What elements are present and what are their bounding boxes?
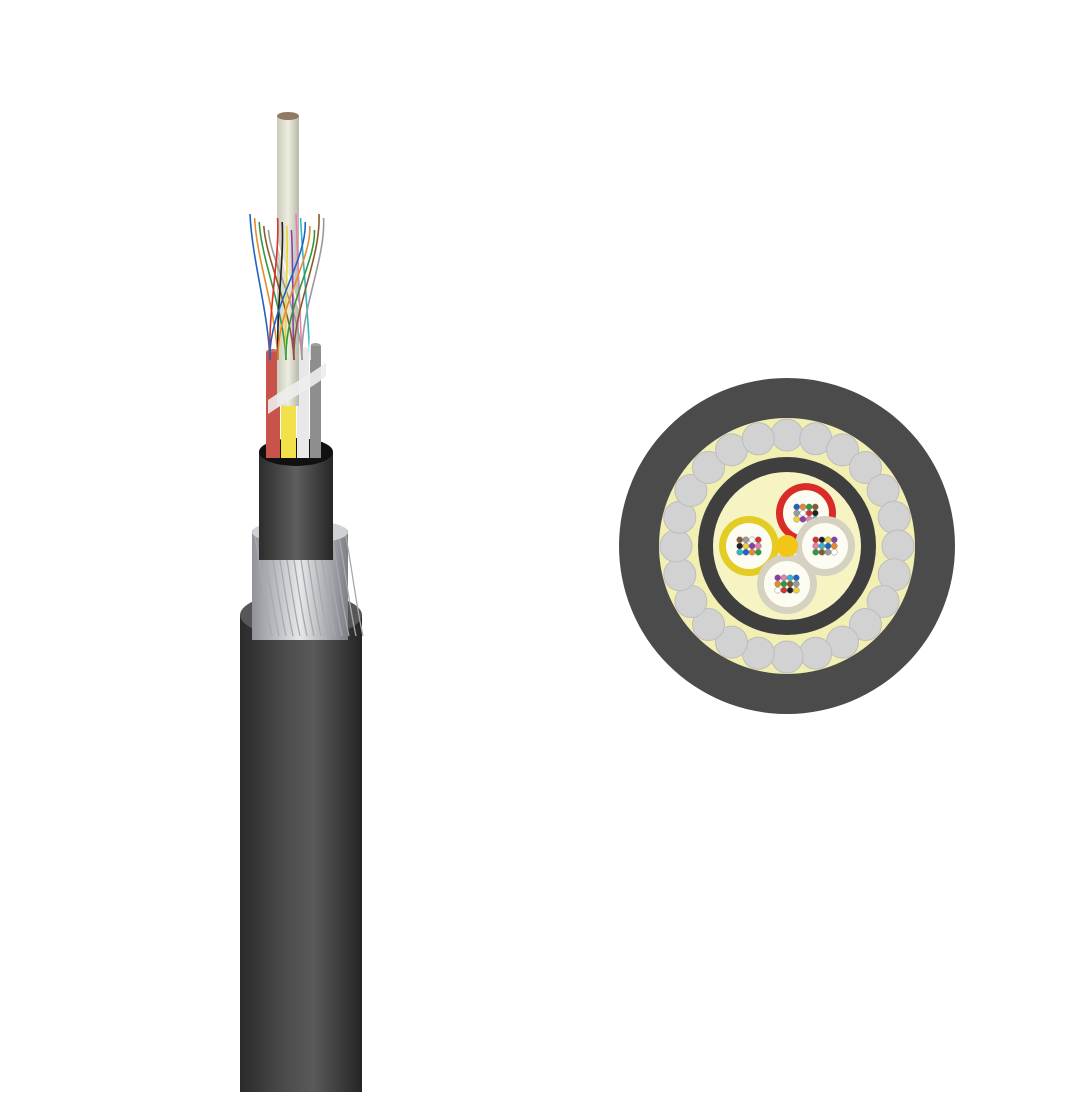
fiber-dot	[812, 503, 819, 511]
cable-cutaway	[240, 112, 364, 1092]
optical-fiber	[272, 213, 311, 361]
armor-wire-strand	[344, 531, 364, 637]
fiber-dot	[736, 542, 743, 550]
armor-wire	[826, 433, 859, 467]
optical-fiber	[267, 229, 303, 361]
fiber-dot	[818, 542, 826, 550]
fiber-dot	[748, 536, 756, 543]
fiber-dot	[831, 549, 838, 556]
armor-wire	[848, 451, 882, 485]
fiber-dot	[805, 503, 813, 511]
fiber-dot	[736, 536, 743, 543]
fiber-dot	[831, 542, 838, 550]
fiber-dot	[755, 542, 762, 550]
loose-tube-end	[297, 347, 309, 353]
optical-fiber	[268, 217, 279, 361]
armor-wire	[663, 558, 697, 592]
fiber-dot	[793, 574, 800, 581]
fiber-dot	[786, 587, 794, 594]
fiber-dot	[742, 542, 750, 550]
optical-fiber	[253, 217, 279, 361]
loose-tube-end	[310, 343, 321, 349]
optical-fiber	[295, 213, 303, 361]
optical-fibers	[249, 213, 330, 361]
fiber-dot	[774, 580, 781, 588]
armor-wire	[770, 418, 804, 452]
fiber-dot	[799, 516, 807, 523]
fiber-dot	[780, 587, 788, 594]
fiber-dot	[812, 536, 819, 543]
fiber-dot	[755, 549, 762, 556]
armor-wire	[877, 500, 911, 534]
armor-wire	[674, 474, 708, 507]
central-member-tip	[277, 112, 299, 120]
fiber-dot	[780, 580, 788, 588]
armor-wire	[741, 422, 775, 456]
fiber-dot	[755, 536, 762, 543]
optical-fiber	[277, 225, 311, 361]
fiber-dot	[793, 503, 800, 511]
fiber-dot	[812, 549, 819, 556]
fiber-dot	[824, 542, 832, 550]
fiber-dot	[793, 587, 800, 594]
fiber-dot	[736, 549, 743, 556]
optical-fiber	[290, 229, 295, 361]
optical-fiber	[309, 221, 330, 361]
fiber-dot	[748, 542, 756, 550]
optical-fiber	[269, 221, 307, 361]
armor-wire	[881, 529, 915, 563]
armor-wire	[659, 529, 693, 563]
fiber-dot	[812, 509, 819, 517]
armor-wire-strand	[253, 531, 273, 637]
fiber-dot	[793, 509, 800, 517]
optical-fiber	[276, 221, 284, 361]
fiber-dot	[786, 580, 794, 588]
optical-fiber	[301, 217, 325, 361]
inner-sheath	[259, 452, 333, 560]
fiber-dot	[780, 574, 788, 581]
fiber-dot	[799, 503, 807, 511]
optical-fiber	[258, 221, 287, 361]
fiber-dot	[799, 509, 807, 517]
fiber-dot	[748, 549, 756, 556]
fiber-dot	[818, 536, 826, 543]
fiber-dot	[831, 536, 838, 543]
fiber-dot	[824, 536, 832, 543]
armor-wire	[848, 607, 882, 641]
armor-wire	[770, 640, 804, 674]
armor-wire	[692, 607, 726, 641]
fiber-dot	[812, 542, 819, 550]
fiber-dot	[742, 536, 750, 543]
outer-jacket	[240, 615, 362, 1092]
cable-cross-section	[619, 378, 955, 714]
fiber-dot	[793, 516, 800, 523]
armor-wire	[866, 585, 900, 618]
fiber-dot	[742, 549, 750, 556]
fiber-dot	[805, 509, 813, 517]
binder-tape	[268, 362, 326, 414]
armor-wire	[692, 451, 726, 485]
fiber-dot	[774, 574, 781, 581]
armor-wire	[799, 636, 833, 670]
central-strength-member-dot	[776, 535, 798, 557]
optical-fiber	[299, 217, 311, 361]
optical-fiber	[263, 225, 295, 361]
optical-fiber	[249, 213, 271, 361]
armor-wire	[715, 625, 748, 659]
fiber-dot	[793, 580, 800, 588]
loose-tube-segment	[310, 346, 321, 458]
optical-fiber	[285, 229, 316, 361]
fiber-dot	[824, 549, 832, 556]
optical-fiber	[293, 213, 320, 361]
fiber-dot	[774, 587, 781, 594]
optical-fiber	[284, 225, 289, 361]
fiber-dot	[818, 549, 826, 556]
armor-wire-strand	[337, 531, 357, 637]
central-strength-member	[277, 116, 299, 406]
fiber-dot	[786, 574, 794, 581]
